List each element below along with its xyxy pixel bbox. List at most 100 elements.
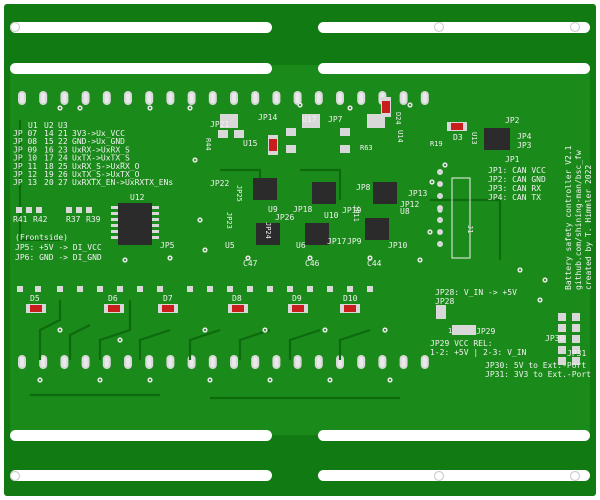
- pin: [572, 357, 580, 365]
- header-pad-bottom: [314, 355, 323, 369]
- header-row-desc: 3V3->Ux_VCC: [72, 129, 125, 138]
- ref-d5: D5: [30, 294, 40, 303]
- pad: [57, 286, 63, 292]
- ref-jp29: JP29: [476, 327, 495, 336]
- pad: [367, 286, 373, 292]
- header-pad-bottom: [18, 355, 26, 369]
- header-pad-top: [399, 91, 408, 105]
- pad: [187, 286, 193, 292]
- header-row-u3: 26: [58, 170, 68, 179]
- ref-d7: D7: [163, 294, 173, 303]
- pin: [558, 346, 566, 354]
- vcc-rel-line: 1-2: +5V | 2-3: V_IN: [430, 348, 527, 357]
- ic-u13: [484, 128, 510, 150]
- ref-r39: R39: [86, 215, 101, 224]
- header-row-desc: UxRX->UxRX_S: [72, 145, 130, 154]
- connector-j1: [451, 177, 471, 259]
- col-u2: U2: [44, 121, 54, 130]
- header-pad-top: [314, 91, 323, 105]
- j1-pin: [437, 169, 443, 175]
- ref-r63: R63: [360, 144, 373, 152]
- header-row-jp: JP 10: [13, 154, 37, 163]
- ref-j1: J1: [466, 225, 474, 233]
- ref-jp5: JP5: [160, 241, 175, 250]
- ref-jp11: JP11: [352, 205, 360, 222]
- header-pad-bottom: [230, 355, 238, 369]
- can-jp1: JP1: CAN VCC: [488, 166, 546, 175]
- header-pad-bottom: [378, 355, 387, 369]
- header-row-desc: UxTX_S->UxTX_O: [72, 170, 140, 179]
- header-pad-bottom: [399, 355, 408, 369]
- j1-pin: [437, 181, 443, 187]
- header-row-u2: 18: [44, 162, 54, 171]
- ref-jp17: JP17: [327, 237, 346, 246]
- header-pad-bottom: [102, 355, 111, 369]
- header-pad-top: [272, 91, 281, 105]
- header-row-desc: UxTX->UxTX_S: [72, 154, 130, 163]
- header-row-desc: UxRXTX_EN->UxRXTX_ENs: [72, 178, 173, 187]
- ref-u13: U13: [470, 132, 478, 145]
- ic-u16: [365, 218, 389, 240]
- pin: [572, 324, 580, 332]
- header-pad-bottom: [145, 355, 154, 369]
- pin: [572, 346, 580, 354]
- ref-d9: D9: [292, 294, 302, 303]
- vcc-rel-n1: 1: [448, 327, 452, 335]
- ext-port-pins: [437, 169, 580, 365]
- header-pad-bottom: [124, 355, 132, 369]
- j1-pin: [437, 217, 443, 223]
- ref-d24: D24: [394, 112, 402, 125]
- board-github: github.com/shining-man/bsc_fw: [574, 150, 583, 290]
- ref-c47: C47: [243, 259, 258, 268]
- header-pad-top: [166, 91, 175, 105]
- header-pad-top: [102, 91, 111, 105]
- header-pad-top: [18, 91, 26, 105]
- ref-u17: U17: [302, 115, 317, 124]
- pad: [207, 286, 213, 292]
- pin: [572, 313, 580, 321]
- pad: [227, 286, 233, 292]
- header-row-jp: JP 11: [13, 162, 37, 171]
- header-pad-top: [251, 91, 260, 105]
- col-u3: U3: [58, 121, 68, 130]
- ref-jp28: JP28: [435, 297, 454, 306]
- ref-u12: U12: [130, 193, 145, 202]
- ref-jp4: JP4: [517, 132, 532, 141]
- ic-u10: [312, 182, 336, 204]
- header-row-u3: 22: [58, 137, 68, 146]
- pad: [287, 286, 293, 292]
- ref-u15: U15: [243, 139, 258, 148]
- pad: [137, 286, 143, 292]
- frontside-jp5: JP5: +5V -> DI_VCC: [15, 243, 102, 252]
- header-pad-top: [336, 91, 344, 105]
- board-author: created by T. Himmler 2022: [584, 165, 593, 290]
- ref-jp24: JP24: [264, 222, 272, 239]
- header-pad-bottom: [357, 355, 366, 369]
- header-pad-bottom: [293, 355, 302, 369]
- header-pad-bottom: [39, 355, 48, 369]
- vin-label: JP28: V_IN -> +5V: [435, 288, 517, 297]
- ref-d3: D3: [453, 133, 463, 142]
- ref-r44: R44: [204, 138, 212, 151]
- ic-u5: [256, 223, 280, 245]
- vcc-rel-title: JP29 VCC REL:: [430, 339, 493, 348]
- pin: [572, 335, 580, 343]
- header-pad-bottom: [60, 355, 69, 369]
- ref-jp9: JP9: [347, 237, 362, 246]
- board-slots: [10, 22, 590, 481]
- header-row-u3: 25: [58, 162, 68, 171]
- can-jp3: JP3: CAN RX: [488, 184, 541, 193]
- pin: [558, 313, 566, 321]
- ref-u5: U5: [225, 241, 235, 250]
- can-jp4: JP4: CAN TX: [488, 193, 541, 202]
- header-pad-bottom: [420, 355, 429, 369]
- ref-jp21: JP21: [210, 120, 229, 129]
- header-pad-bottom: [187, 355, 196, 369]
- j1-pin: [437, 241, 443, 247]
- header-row-jp: JP 08: [13, 137, 37, 146]
- ref-u6: U6: [296, 241, 306, 250]
- ref-jp10: JP10: [388, 241, 407, 250]
